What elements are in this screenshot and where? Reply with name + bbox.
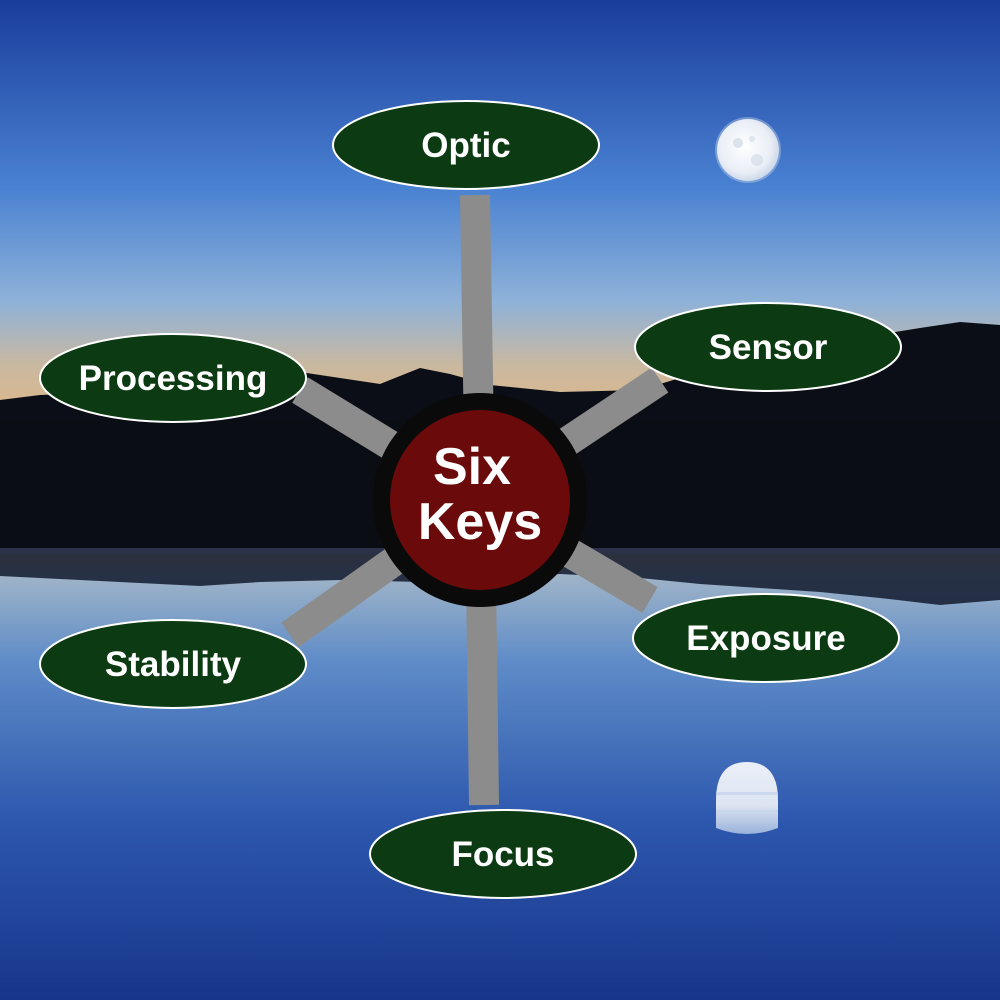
node-stability-ellipse [39, 619, 307, 709]
node-exposure-ellipse [632, 593, 900, 683]
node-optic: Optic [332, 100, 600, 190]
node-processing: Processing [39, 333, 307, 423]
hub-label-line2: Keys [418, 493, 542, 551]
hub-label-line1: Six [433, 438, 511, 496]
node-focus: Focus [369, 809, 637, 899]
node-exposure-label: Exposure [686, 619, 846, 658]
node-sensor-label: Sensor [709, 328, 828, 367]
node-stability-label: Stability [105, 645, 242, 684]
node-optic-ellipse [332, 100, 600, 190]
moon-icon [715, 117, 781, 183]
node-processing-label: Processing [79, 359, 268, 398]
node-processing-ellipse [39, 333, 307, 423]
node-sensor: Sensor [634, 302, 902, 392]
node-exposure: Exposure [632, 593, 900, 683]
hub-center [390, 410, 570, 590]
hub: Six Keys [373, 393, 587, 607]
node-sensor-ellipse [634, 302, 902, 392]
node-focus-ellipse [369, 809, 637, 899]
moon-reflection-icon [716, 762, 778, 834]
node-stability: Stability [39, 619, 307, 709]
node-focus-label: Focus [451, 835, 554, 874]
node-optic-label: Optic [421, 126, 510, 165]
